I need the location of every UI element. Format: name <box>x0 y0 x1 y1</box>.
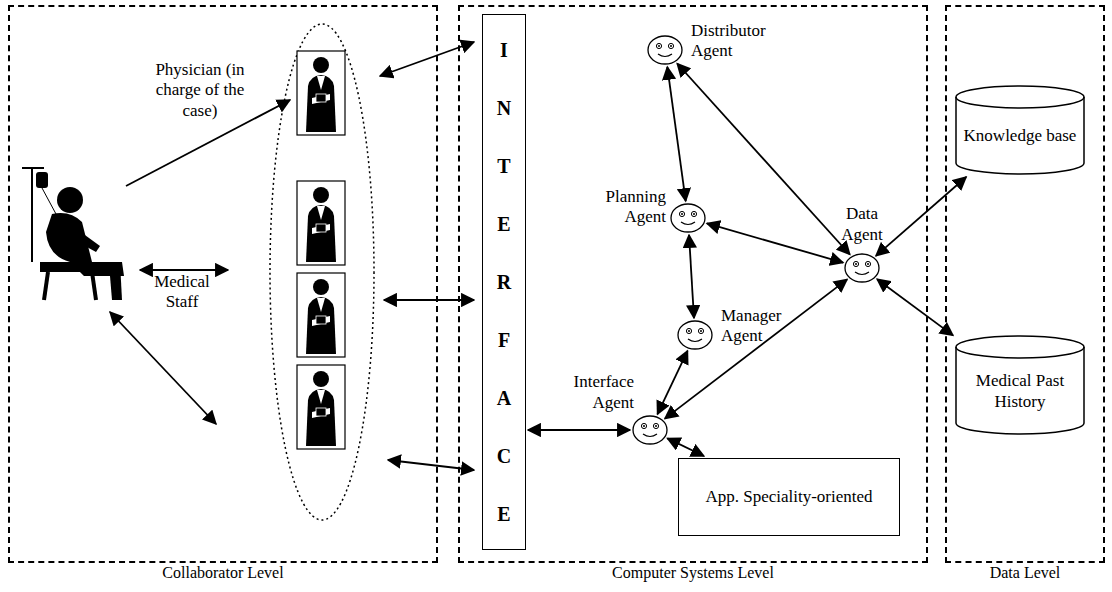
connector-arrow <box>707 223 843 262</box>
connector-arrow <box>528 429 630 431</box>
level-caption: Data Level <box>947 564 1103 582</box>
patient-figure <box>22 168 124 300</box>
agent-label: Interface Agent <box>558 372 634 413</box>
figure-arrows <box>110 42 474 470</box>
agent-circle: Distributor Agent <box>647 35 683 65</box>
smiley-icon <box>670 203 706 233</box>
connector-arrow <box>677 63 850 254</box>
smiley-icon <box>844 253 880 283</box>
smiley-icon <box>632 415 668 445</box>
node-label: Medical Past History <box>963 370 1077 413</box>
agent-label: Data Agent <box>832 204 892 245</box>
physician-figure <box>297 51 345 135</box>
database-cylinder: Medical Past History <box>955 335 1085 435</box>
agent-circle: Data Agent <box>844 253 880 283</box>
connector-arrow <box>689 235 694 318</box>
node-label: Knowledge base <box>964 125 1077 146</box>
agent-label: Distributor Agent <box>691 21 771 62</box>
level-region: Computer Systems LevelINTERFACEDistribut… <box>458 5 928 563</box>
connector-arrow <box>876 177 966 256</box>
connector-arrow <box>667 438 704 456</box>
staff-figure <box>297 181 345 265</box>
interface-bar: INTERFACE <box>482 14 526 550</box>
agent-label: Planning Agent <box>590 187 666 228</box>
staff-group-ellipse <box>270 24 374 520</box>
connector-arrow <box>877 279 953 335</box>
staff-figure <box>297 273 345 357</box>
node-label: App. Speciality-oriented <box>705 486 872 507</box>
agent-circle: Manager Agent <box>677 320 713 350</box>
staff-figure <box>297 365 345 449</box>
connector-arrow <box>665 279 847 418</box>
database-cylinder: Knowledge base <box>955 85 1085 175</box>
level-caption: Computer Systems Level <box>460 564 926 582</box>
smiley-icon <box>647 35 683 65</box>
connector-arrow <box>667 67 685 201</box>
annotation-label: Physician (in charge of the case) <box>150 60 250 121</box>
node-label: INTERFACE <box>494 21 514 543</box>
agent-circle: Planning Agent <box>670 203 706 233</box>
annotation-label: Medical Staff <box>144 272 220 313</box>
level-caption: Collaborator Level <box>10 564 436 582</box>
smiley-icon <box>677 320 713 350</box>
level-region: Data LevelKnowledge baseMedical Past His… <box>945 5 1105 563</box>
agent-circle: Interface Agent <box>632 415 668 445</box>
agent-label: Manager Agent <box>721 306 801 347</box>
application-box: App. Speciality-oriented <box>678 458 900 536</box>
